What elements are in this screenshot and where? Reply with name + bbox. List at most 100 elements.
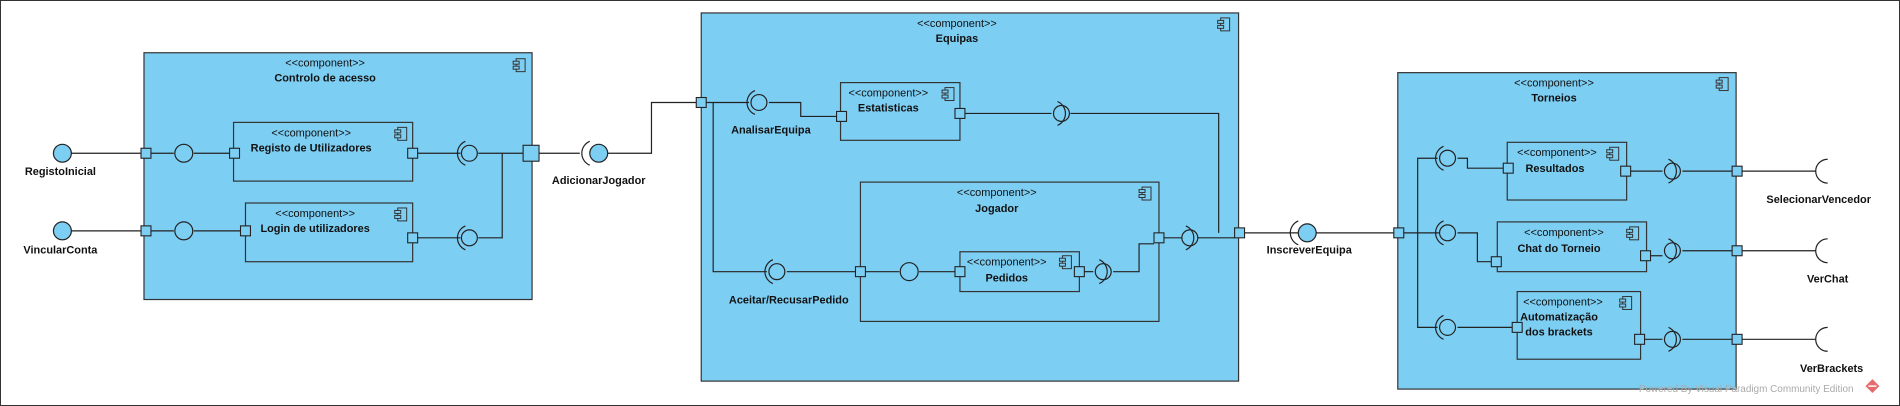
provided-interface-icon — [1663, 242, 1681, 260]
component-resultados[interactable]: <<component>> Resultados — [1506, 141, 1628, 201]
port — [1234, 227, 1246, 239]
port — [1634, 333, 1646, 345]
provided-interface-icon — [1094, 263, 1112, 281]
port — [1731, 165, 1743, 177]
stereotype-label: <<component>> — [848, 88, 928, 100]
port — [1640, 250, 1652, 262]
port — [695, 96, 707, 109]
component-name-line2: dos brackets — [1525, 326, 1592, 338]
provided-interface-icon — [174, 221, 194, 241]
required-interface-icon — [764, 259, 774, 285]
port — [1490, 256, 1502, 268]
provided-interface-icon — [1663, 162, 1681, 180]
interface-label-adicionar-jogador: AdicionarJogador — [552, 175, 646, 187]
interface-label-selecionar-vencedor: SelecionarVencedor — [1766, 194, 1871, 206]
provided-interface-icon — [750, 93, 768, 112]
required-interface-icon[interactable] — [1815, 238, 1828, 264]
provided-interface-icon — [768, 263, 786, 281]
provided-interface-icon[interactable] — [1297, 223, 1317, 243]
stereotype-label: <<component>> — [967, 257, 1047, 269]
port — [1511, 321, 1523, 333]
port — [1502, 162, 1514, 174]
interface-label-ver-brackets: VerBrackets — [1800, 363, 1863, 375]
component-name: Torneios — [1531, 93, 1576, 105]
component-name: Login de utilizadores — [260, 223, 369, 235]
component-pedidos[interactable]: <<component>> Pedidos — [959, 251, 1080, 293]
required-interface-icon[interactable] — [1815, 326, 1828, 352]
port — [522, 144, 540, 162]
interface-label-vincular-conta: VincularConta — [23, 245, 98, 257]
required-interface-icon — [1099, 259, 1108, 285]
port — [1620, 165, 1632, 177]
component-equipas[interactable]: <<component>> Equipas — [700, 12, 1240, 382]
required-interface-icon[interactable] — [1815, 158, 1828, 184]
stereotype-label: <<component>> — [917, 18, 997, 30]
stereotype-label: <<component>> — [1524, 227, 1604, 239]
ports — [140, 96, 1743, 345]
component-registo-de-utilizadores[interactable]: <<component>> Registo de Utilizadores — [232, 121, 414, 182]
component-automatizacao-dos-brackets[interactable]: <<component>> Automatização dos brackets — [1516, 290, 1642, 360]
port — [1153, 232, 1165, 244]
interface-label-registo-inicial: RegistoInicial — [25, 166, 96, 178]
port — [1731, 333, 1743, 345]
provided-interface-icon — [460, 144, 478, 162]
required-interface-icon — [456, 225, 466, 251]
component-controlo-de-acesso[interactable]: <<component>> Controlo de acesso — [143, 52, 533, 301]
component-jogador[interactable]: <<component>> Jogador — [859, 181, 1160, 323]
stereotype-label: <<component>> — [1514, 78, 1594, 90]
component-name: Resultados — [1526, 163, 1585, 175]
stereotype-label: <<component>> — [275, 208, 355, 220]
port — [954, 266, 966, 278]
required-interface-icon — [1435, 314, 1444, 340]
interface-label-ver-chat: VerChat — [1807, 274, 1849, 286]
provided-interface-icon[interactable] — [589, 143, 609, 163]
stereotype-label: <<component>> — [271, 127, 351, 139]
component-name: Estatisticas — [858, 102, 919, 114]
interface-label-analisar-equipa: AnalisarEquipa — [731, 124, 812, 136]
interface-label-inscrever-equipa: InscreverEquipa — [1267, 245, 1353, 257]
interface-label-aceitar-recusar-pedido: Aceitar/RecusarPedido — [729, 295, 849, 307]
port — [954, 107, 966, 119]
stereotype-label: <<component>> — [1517, 147, 1597, 159]
provided-interface-icon — [460, 229, 478, 247]
component-name: Pedidos — [985, 273, 1028, 285]
required-interface-icon — [1289, 220, 1299, 246]
interface-labels: RegistoInicial VincularConta AdicionarJo… — [23, 124, 1871, 375]
provided-interface-icon — [1052, 104, 1071, 123]
provided-interface-icon — [899, 262, 919, 282]
provided-interface-icon — [1181, 229, 1199, 247]
interface-symbols — [52, 90, 1828, 352]
component-name: Jogador — [975, 203, 1019, 215]
stereotype-label: <<component>> — [1523, 296, 1603, 308]
component-name: Chat do Torneio — [1517, 243, 1600, 255]
component-name: Equipas — [936, 33, 979, 45]
visual-paradigm-logo-icon — [1865, 379, 1880, 394]
required-interface-icon — [1668, 326, 1677, 352]
required-interface-icon — [1668, 238, 1677, 264]
port — [1731, 245, 1743, 257]
component-name: Registo de Utilizadores — [251, 142, 372, 154]
port — [407, 147, 419, 159]
provided-interface-icon[interactable] — [52, 143, 72, 163]
provided-interface-icon[interactable] — [52, 221, 72, 241]
stereotype-label: <<component>> — [285, 58, 365, 70]
port — [140, 147, 152, 159]
required-interface-icon — [1435, 145, 1444, 171]
port — [1073, 266, 1085, 278]
provided-interface-icon — [174, 143, 194, 163]
port — [140, 225, 152, 237]
required-interface-icon — [1435, 220, 1444, 246]
component-name: Controlo de acesso — [274, 73, 376, 85]
component-name-line1: Automatização — [1520, 311, 1598, 323]
port — [407, 232, 419, 244]
required-interface-icon — [1668, 158, 1677, 184]
port — [854, 266, 866, 278]
provided-interface-icon — [1663, 330, 1681, 348]
port — [1393, 227, 1405, 239]
port — [836, 110, 848, 122]
connectors — [70, 101, 1816, 340]
required-interface-icon — [456, 140, 466, 166]
component-chat-do-torneio[interactable]: <<component>> Chat do Torneio — [1496, 221, 1648, 273]
required-interface-icon — [1185, 225, 1195, 251]
